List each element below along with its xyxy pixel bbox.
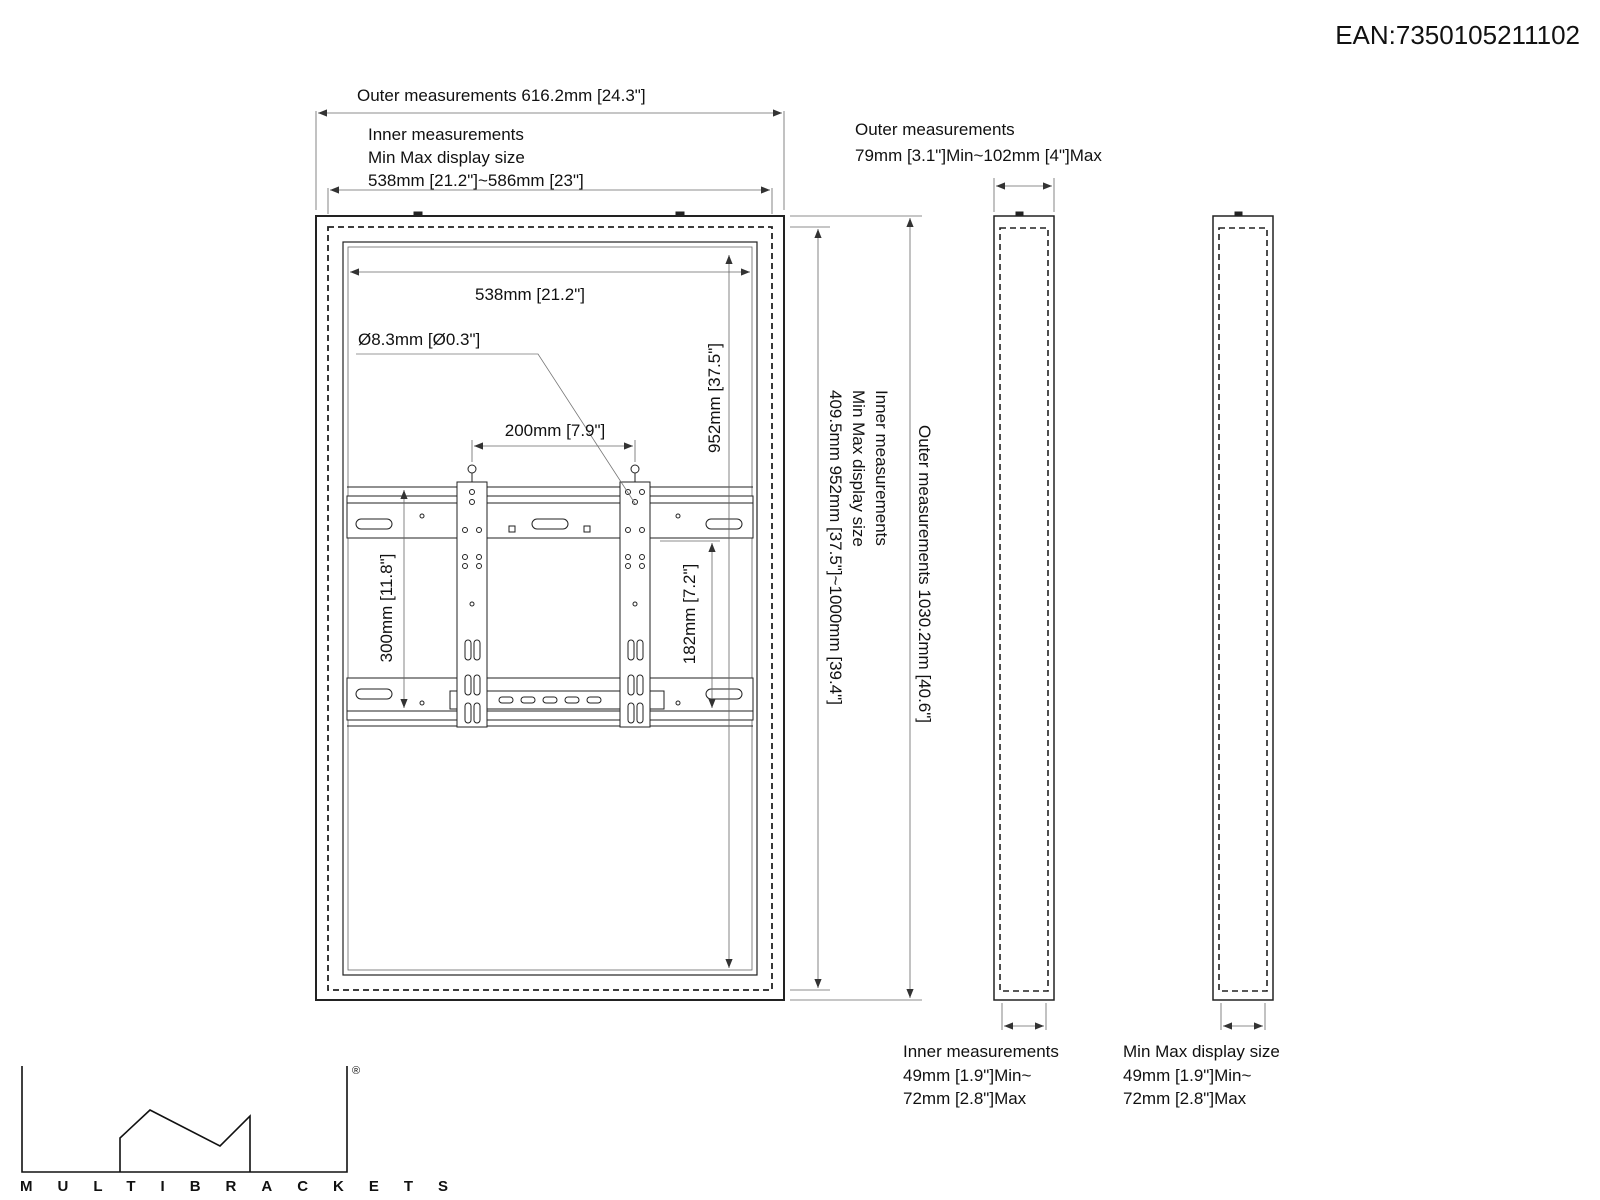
side-view-display	[1212, 211, 1274, 1001]
logo-wordmark: MULTIBRACKETS	[20, 1178, 473, 1195]
side-view-outer	[993, 211, 1055, 1001]
left-vesa-bracket	[456, 464, 488, 728]
front-view	[315, 211, 785, 1001]
inner-height-range-line-1: Inner measurements	[872, 390, 891, 546]
panel-width-label: 538mm [21.2"]	[475, 285, 585, 304]
outer-width-label: Outer measurements 616.2mm [24.3"]	[357, 86, 646, 105]
hole-leader-line	[356, 353, 637, 506]
inner-height-range-line-3: 409.5mm 952mm [37.5"]~1000mm [39.4"]	[826, 390, 845, 705]
logo-mark	[21, 1066, 348, 1173]
inner-height-range-line-2: Min Max display size	[849, 390, 868, 547]
side-dimensions	[993, 178, 1266, 1030]
logo-registered-mark: ®	[352, 1065, 360, 1077]
bracket-offset-label: 182mm [7.2"]	[680, 564, 699, 665]
hole-diameter-label: Ø8.3mm [Ø0.3"]	[358, 330, 480, 349]
outer-height-label: Outer measurements 1030.2mm [40.6"]	[915, 425, 934, 723]
inner-width-label: Inner measurements Min Max display size …	[368, 125, 584, 190]
inner-height-range-block: Inner measurements Min Max display size …	[826, 390, 891, 705]
lower-rail	[346, 677, 754, 727]
front-dimensions	[315, 109, 922, 1001]
inner-dashed-boundary	[327, 226, 773, 991]
upper-rail	[346, 486, 754, 539]
multibrackets-logo: ® MULTIBRACKETS	[20, 1065, 473, 1195]
right-vesa-bracket	[619, 464, 651, 728]
inner-depth-label: Inner measurements 49mm [1.9"]Min~ 72mm …	[903, 1042, 1064, 1108]
inner-height-label: 952mm [37.5"]	[705, 343, 724, 453]
display-depth-label: Min Max display size 49mm [1.9"]Min~ 72m…	[1123, 1042, 1285, 1108]
rail-spacing-label: 300mm [11.8"]	[377, 554, 396, 663]
ean-code: EAN:7350105211102	[1335, 20, 1580, 50]
display-panel	[342, 241, 758, 976]
vesa-width-label: 200mm [7.9"]	[505, 421, 606, 440]
outer-depth-label: Outer measurements 79mm [3.1"]Min~102mm …	[855, 120, 1102, 165]
outer-frame	[315, 215, 785, 1001]
